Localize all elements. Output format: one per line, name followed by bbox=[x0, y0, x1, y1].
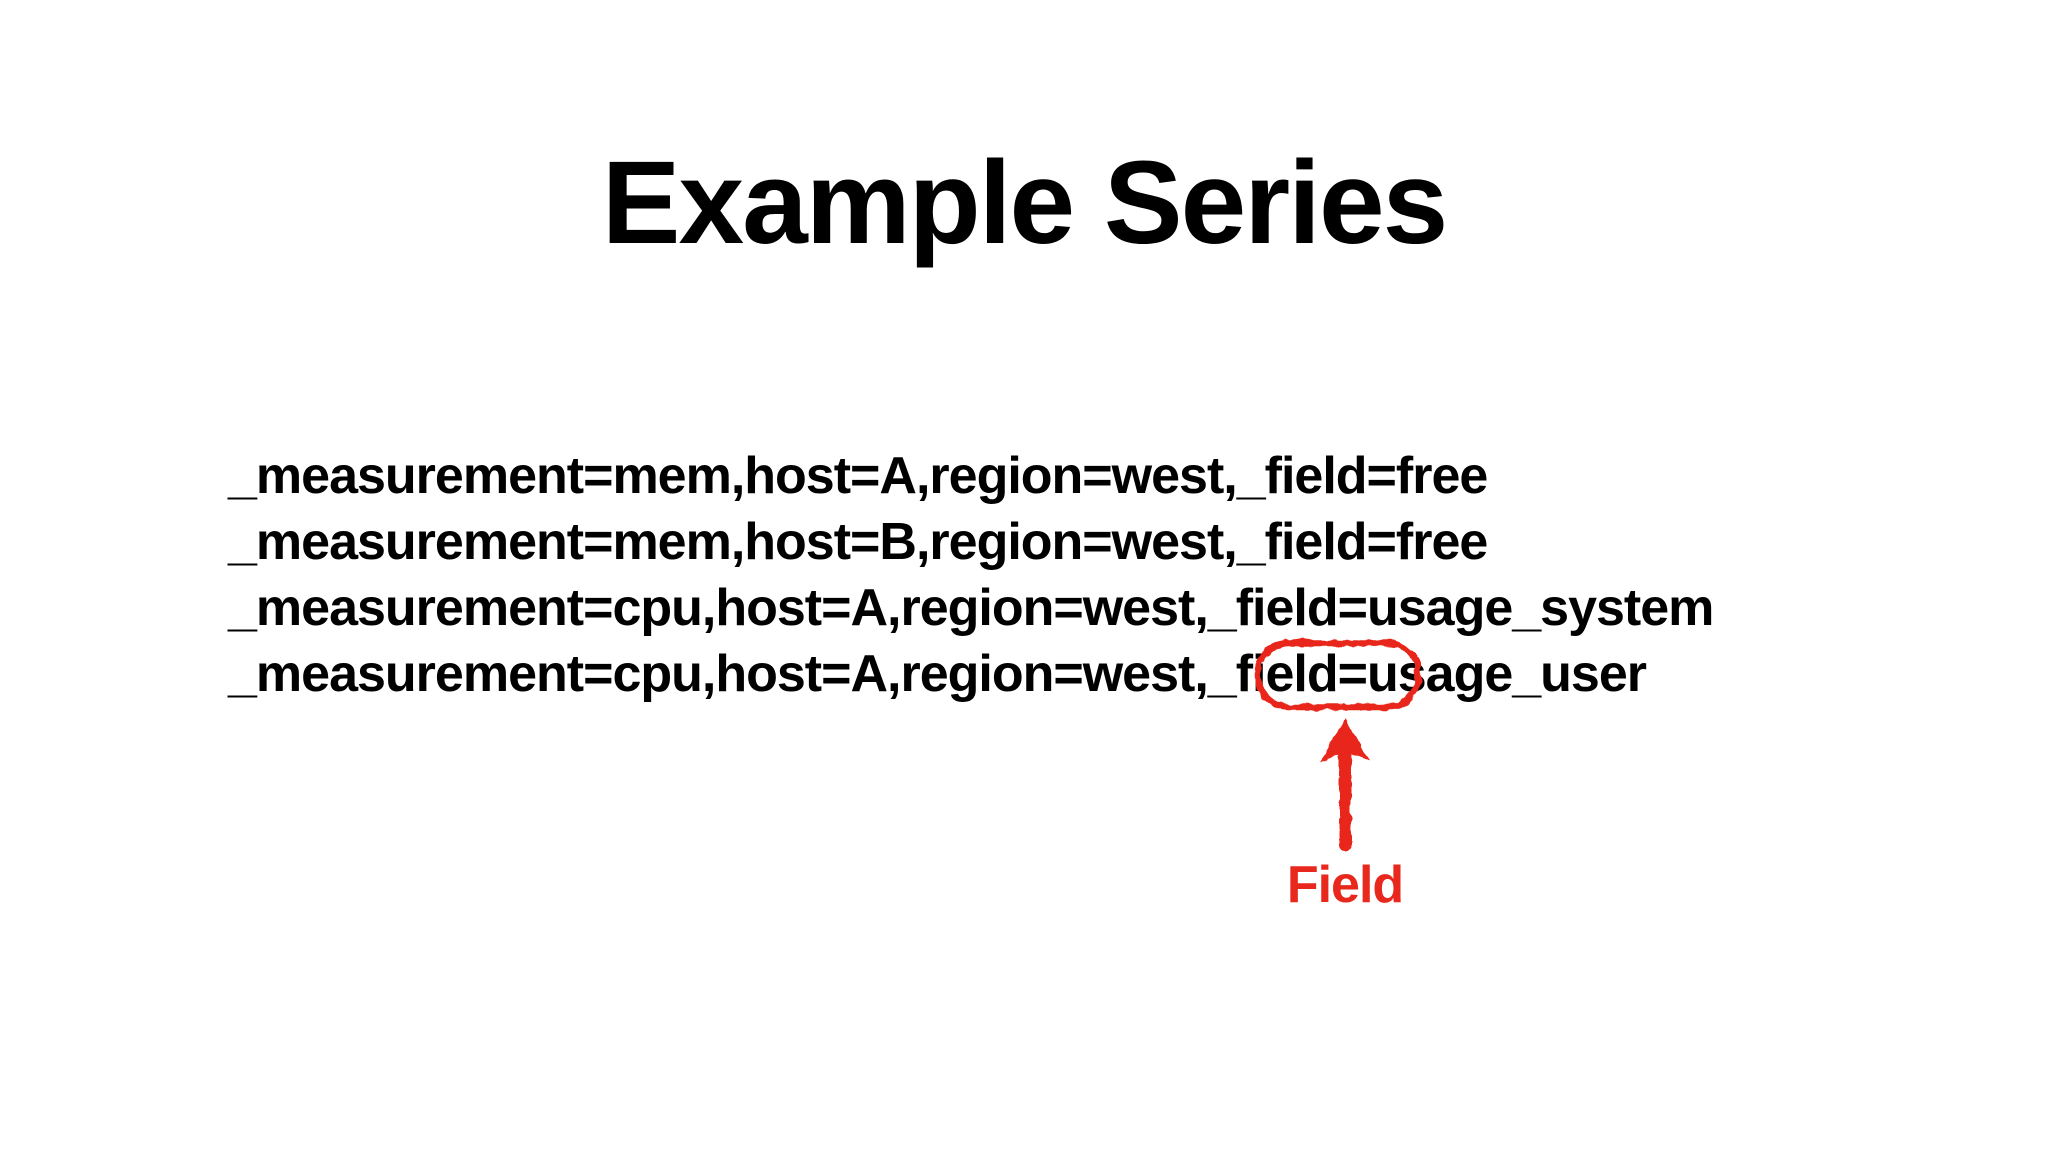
series-line: _measurement=mem,host=B,region=west,_fie… bbox=[228, 513, 1488, 571]
series-line: _measurement=mem,host=A,region=west,_fie… bbox=[228, 447, 1488, 505]
arrow-up-icon bbox=[1320, 719, 1370, 851]
page-title: Example Series bbox=[601, 137, 1448, 270]
series-list: _measurement=mem,host=A,region=west,_fie… bbox=[228, 443, 1714, 707]
series-line: _measurement=cpu,host=A,region=west,_fie… bbox=[228, 579, 1714, 637]
field-annotation-label: Field bbox=[1286, 856, 1404, 914]
series-line: _measurement=cpu,host=A,region=west,_fie… bbox=[228, 645, 1647, 703]
